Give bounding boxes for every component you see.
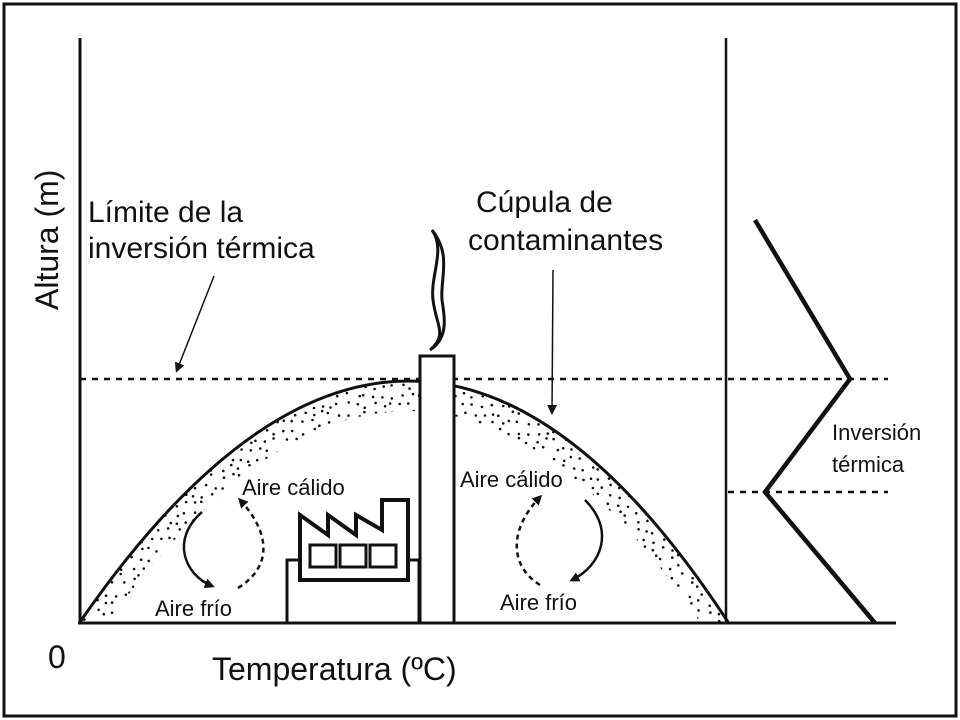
warm-air-label-left: Aire cálido (242, 475, 345, 500)
cold-air-label-left: Aire frío (155, 596, 232, 621)
cold-air-down-arrow-right (569, 499, 604, 582)
factory-icon (285, 498, 421, 625)
cold-air-down-arrow-left (182, 511, 215, 588)
smoke-plume (429, 229, 446, 352)
inversion-limit-label-line1: Límite de la (88, 196, 243, 229)
dome-pointer-arrow (547, 269, 558, 415)
profile-label-line2: térmica (832, 452, 905, 477)
dome-label-line1: Cúpula de (476, 186, 613, 219)
cold-air-label-right: Aire frío (500, 590, 577, 615)
y-axis-label: Altura (m) (29, 170, 65, 310)
inversion-limit-label-line2: inversión térmica (88, 232, 315, 265)
warm-air-up-arrow-left (237, 497, 265, 590)
profile-label-line1: Inversión (832, 420, 921, 445)
temperature-profile-line (753, 218, 877, 625)
warm-air-label-right: Aire cálido (460, 467, 563, 492)
origin-label: 0 (48, 639, 66, 675)
pollution-dome-outline (78, 379, 730, 623)
warm-air-up-arrow-right (515, 494, 543, 587)
inversion-limit-pointer-arrow (174, 275, 215, 373)
chimney (418, 354, 456, 625)
dome-label-line2: contaminantes (468, 224, 663, 257)
x-axis-label: Temperatura (ºC) (212, 651, 457, 687)
